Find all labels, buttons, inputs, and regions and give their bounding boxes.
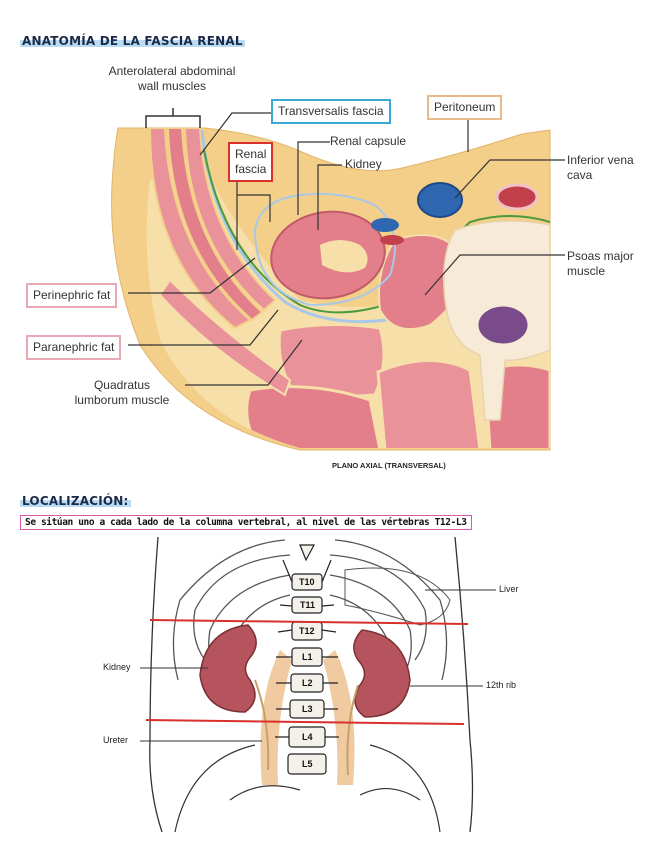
- label-inferior-vena-cava: Inferior vena cava: [567, 153, 634, 182]
- liver: [344, 567, 451, 626]
- vertebra-label-l4: L4: [302, 732, 313, 742]
- section-title-anatomy: ANATOMÍA DE LA FASCIA RENAL: [20, 34, 245, 48]
- label-quadratus-lumborum: Quadratus lumborum muscle: [74, 378, 170, 407]
- vertebra-label-t11: T11: [300, 600, 316, 610]
- title-text: LOCALIZACIÓN:: [22, 494, 129, 508]
- label-kidney-location: Kidney: [103, 662, 131, 672]
- label-paranephric-fat: Paranephric fat: [26, 335, 122, 360]
- psoas-muscle: [378, 234, 465, 330]
- vertebra-label-t10: T10: [299, 577, 315, 587]
- vertebra-label-l2: L2: [302, 678, 313, 688]
- label-transversalis-fascia: Transversalis fascia: [271, 99, 391, 124]
- diagram-caption: PLANO AXIAL (TRANSVERSAL): [332, 461, 446, 470]
- label-perinephric-fat: Perinephric fat: [26, 283, 118, 308]
- label-liver: Liver: [499, 584, 519, 594]
- label-psoas-major: Psoas major muscle: [567, 249, 634, 278]
- renal-vein: [371, 218, 399, 232]
- location-description: Se sitúan uno a cada lado de la columna …: [20, 515, 472, 530]
- renal-artery: [380, 235, 404, 245]
- ureter-right: [346, 684, 359, 776]
- renal-pelvis: [320, 240, 368, 273]
- renal-fascia-diagram: [111, 108, 565, 451]
- label-ureter: Ureter: [103, 735, 129, 745]
- spinal-canal: [475, 303, 531, 347]
- lateral-muscle-strip: [158, 278, 292, 397]
- back-muscle-2: [376, 359, 482, 448]
- right-kidney: [353, 629, 411, 718]
- label-renal-capsule: Renal capsule: [330, 134, 407, 148]
- inferior-vena-cava: [417, 182, 463, 218]
- level-line-l3: [145, 719, 465, 725]
- label-peritoneum: Peritoneum: [427, 95, 503, 120]
- label-anterolateral-muscles: Anterolateral abdominal wall muscles: [108, 64, 236, 93]
- aorta: [495, 183, 539, 211]
- vertebra-label-l1: L1: [302, 652, 313, 662]
- anterolateral-bracket: [145, 108, 201, 128]
- level-line-t12: [149, 619, 469, 625]
- quadratus-lumborum: [277, 322, 386, 402]
- abdominal-wall-muscle-2: [166, 128, 264, 322]
- section-title-location: LOCALIZACIÓN:: [20, 494, 131, 508]
- abdominal-wall-muscle-3: [183, 128, 277, 312]
- leader-lines: [128, 112, 565, 386]
- location-leader-lines: [140, 589, 496, 742]
- left-kidney: [199, 624, 257, 713]
- vertebra-label-l3: L3: [302, 704, 313, 714]
- label-renal-fascia: Renal fascia: [228, 142, 274, 182]
- pelvis-outline: [174, 744, 441, 833]
- spine: [275, 544, 339, 775]
- title-text: ANATOMÍA DE LA FASCIA RENAL: [22, 34, 243, 48]
- vertebra-label-t12: T12: [299, 626, 315, 636]
- label-kidney: Kidney: [345, 157, 382, 171]
- abdominal-wall-muscle-1: [148, 128, 252, 330]
- vertebra-label-l5: L5: [302, 759, 313, 769]
- label-12th-rib: 12th rib: [486, 680, 517, 690]
